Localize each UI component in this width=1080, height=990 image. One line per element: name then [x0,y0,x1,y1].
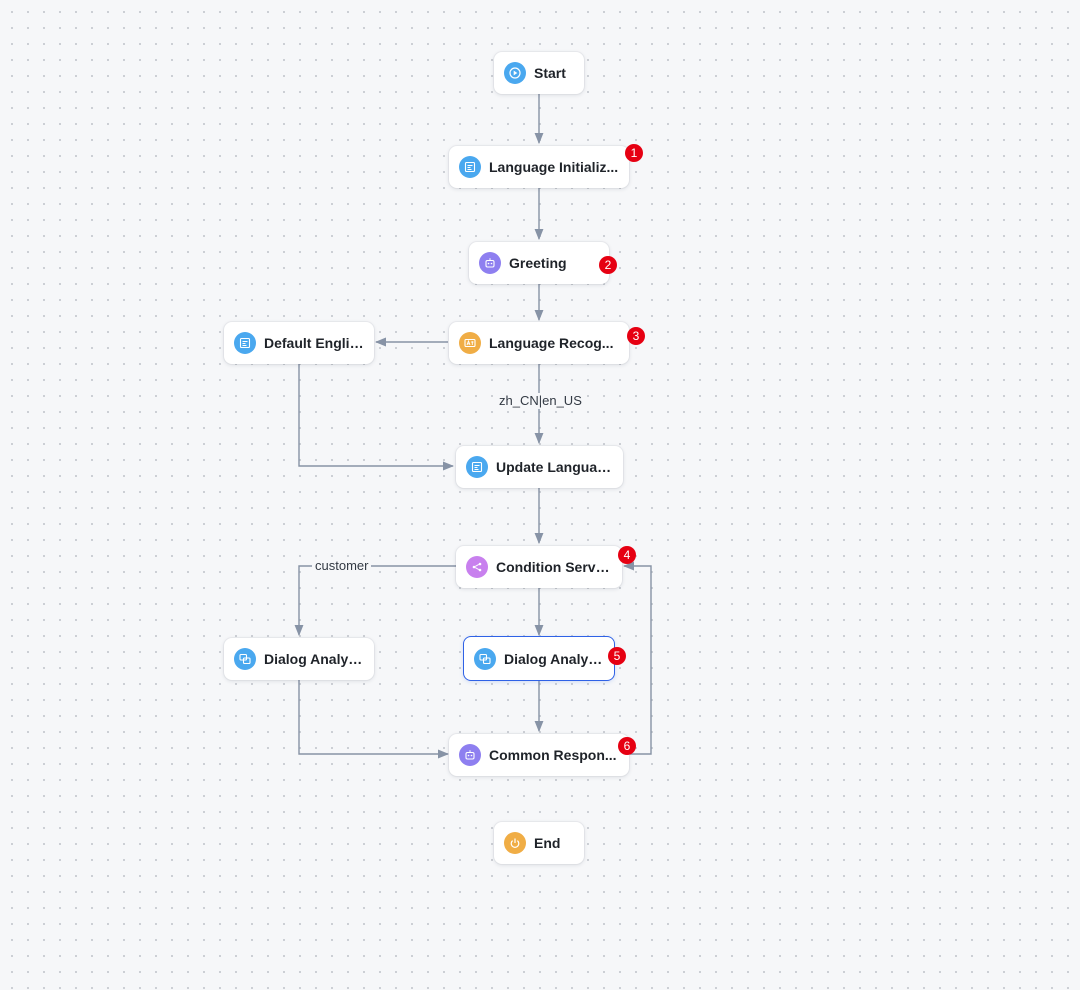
robot-icon [479,252,501,274]
node-dialog-analysis-main[interactable]: Dialog Analysis [463,636,615,681]
power-icon [504,832,526,854]
node-label: Common Respon... [489,747,617,763]
step-badge: 1 [625,144,643,162]
form-icon [466,456,488,478]
translate-icon [459,332,481,354]
dialog-icon [474,647,496,670]
node-label: Dialog Analysis [264,651,364,667]
edge-common-condition-loop[interactable] [622,561,652,755]
form-icon [459,156,481,178]
edge-default-update[interactable] [298,364,455,471]
node-common-response[interactable]: Common Respon... [449,734,629,776]
step-badge: 2 [599,256,617,274]
robot-icon [459,744,481,766]
node-language-recognition[interactable]: Language Recog... [449,322,629,364]
node-label: Start [534,65,566,81]
node-label: Default English [264,335,364,351]
node-label: Dialog Analysis [504,650,604,667]
node-greeting[interactable]: Greeting [469,242,609,284]
node-label: Language Initializ... [489,159,619,175]
node-start[interactable]: Start [494,52,584,94]
form-icon [234,332,256,354]
node-language-initialization[interactable]: Language Initializ... [449,146,629,188]
step-badge: 4 [618,546,636,564]
step-badge: 5 [608,647,626,665]
edge-label-language-condition: zh_CN|en_US [496,393,585,409]
play-icon [504,62,526,84]
node-dialog-analysis-left[interactable]: Dialog Analysis [224,638,374,680]
node-condition-service[interactable]: Condition Service [456,546,622,588]
step-badge: 3 [627,327,645,345]
edge-label-customer: customer [312,558,372,574]
node-label: Language Recog... [489,335,614,351]
branch-icon [466,556,488,578]
edge-dialogleft-common[interactable] [298,680,450,759]
node-label: Greeting [509,255,567,271]
node-label: End [534,835,561,851]
node-label: Update Language [496,459,613,475]
edge-condition-dialogleft[interactable] [294,565,456,637]
node-update-language[interactable]: Update Language [456,446,623,488]
step-badge: 6 [618,737,636,755]
node-default-english[interactable]: Default English [224,322,374,364]
dialog-icon [234,648,256,670]
node-end[interactable]: End [494,822,584,864]
node-label: Condition Service [496,559,612,575]
